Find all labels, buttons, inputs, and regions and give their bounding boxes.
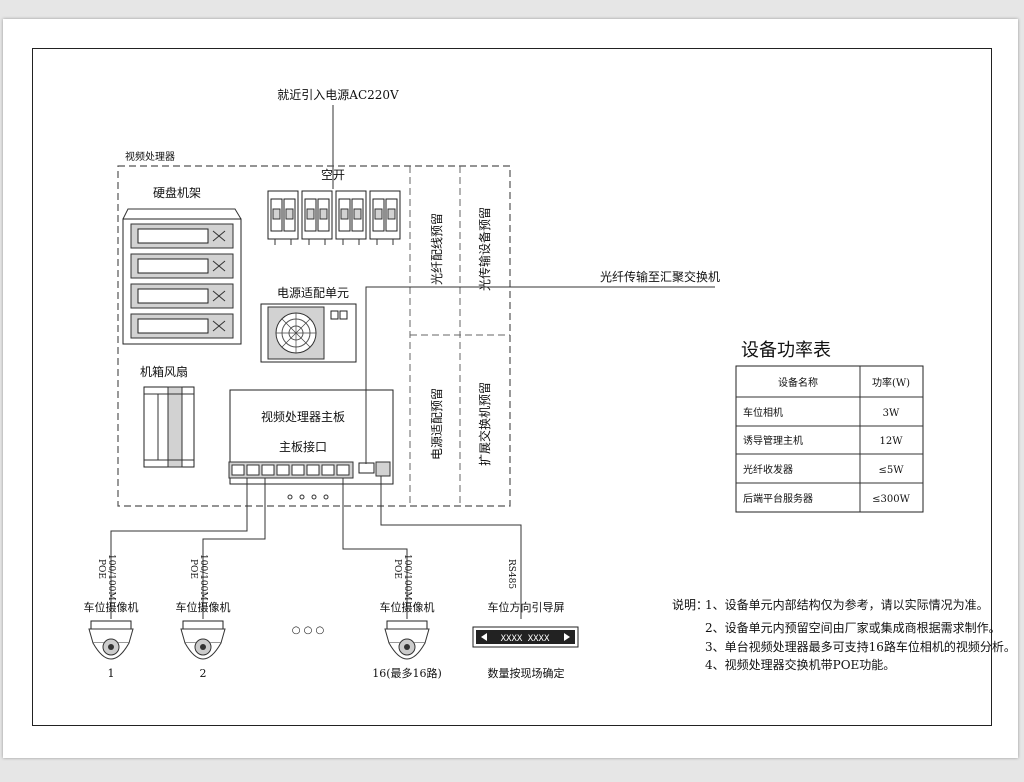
- system-diagram: 就近引入电源AC220V 视频处理器 光纤配线预留 光传输设备预留 电源适配预留…: [84, 88, 1016, 680]
- fiber-uplink-label: 光纤传输至汇聚交换机: [600, 269, 720, 284]
- camera-16-icon: [384, 620, 430, 660]
- camera-2-icon: [180, 620, 226, 660]
- power-adapter-reserve-label: 电源适配预留: [430, 388, 444, 460]
- note-2: 2、设备单元内预留空间由厂家或集成商根据需求制作。: [705, 620, 1001, 635]
- drawing-frame: [32, 48, 992, 726]
- power-table-header-power: 功率(W): [872, 376, 910, 389]
- cable-16-poe-label: POE: [392, 559, 402, 579]
- camera-16-label: 车位摄像机: [380, 600, 435, 614]
- breakers-label: 空开: [321, 168, 345, 182]
- fiber-uplink-line: [365, 286, 715, 464]
- camera-16-number: 16(最多16路): [372, 666, 442, 680]
- power-adapter-label: 电源适配单元: [277, 286, 349, 300]
- power-table: [735, 365, 924, 513]
- notes-prefix: 说明：: [672, 597, 708, 612]
- power-table-title: 设备功率表: [741, 340, 831, 361]
- ethernet-ports-icon: [228, 461, 391, 500]
- power-table-row-3-value: ≤5W: [878, 465, 904, 476]
- camera-ellipsis: ○ ○ ○: [292, 625, 325, 636]
- cable-rs485-label: RS485: [506, 559, 516, 589]
- power-table-row-1-value: 3W: [883, 408, 900, 419]
- camera-1-label: 车位摄像机: [84, 600, 139, 614]
- power-table-row-4-name: 后端平台服务器: [743, 492, 813, 505]
- cable-2-poe-label: POE: [188, 559, 198, 579]
- camera-icon: [88, 620, 134, 660]
- guide-screen-label: 车位方向引导屏: [488, 600, 565, 614]
- power-table-row-1-name: 车位相机: [743, 406, 783, 419]
- cable-camera-1: [110, 478, 248, 619]
- drawing-sheet: 就近引入电源AC220V 视频处理器 光纤配线预留 光传输设备预留 电源适配预留…: [3, 19, 1018, 758]
- note-1: 1、设备单元内部结构仅为参考，请以实际情况为准。: [705, 597, 989, 612]
- note-4: 4、视频处理器交换机带POE功能。: [705, 657, 895, 672]
- power-table-row-4-value: ≤300W: [872, 494, 910, 505]
- power-table-row-2-name: 诱导管理主机: [743, 434, 803, 447]
- note-3: 3、单台视频处理器最多可支持16路车位相机的视频分析。: [705, 639, 1016, 654]
- fiber-patch-reserve-label: 光纤配线预留: [430, 213, 444, 285]
- chassis-fan-label: 机箱风扇: [140, 364, 188, 379]
- circuit-breakers-icon: [267, 190, 401, 246]
- guide-screen-icon: [472, 626, 579, 648]
- video-processor-label: 视频处理器: [125, 150, 175, 163]
- mainboard-label: 视频处理器主板: [261, 409, 345, 424]
- cable-1-poe-label: POE: [96, 559, 106, 579]
- disk-rack-icon: [122, 208, 242, 345]
- camera-2-number: 2: [200, 667, 207, 680]
- cable-camera-2: [202, 478, 266, 619]
- power-table-row-2-value: 12W: [879, 436, 903, 447]
- cable-1-speed-label: 100/100M: [106, 554, 116, 601]
- power-source-label: 就近引入电源AC220V: [277, 88, 399, 102]
- video-processor-enclosure: [117, 165, 511, 507]
- cable-guide-screen: [380, 476, 522, 619]
- disk-rack-label: 硬盘机架: [153, 185, 201, 200]
- cable-16-speed-label: 100/100M: [402, 554, 412, 601]
- cable-camera-16: [342, 478, 408, 619]
- ext-switch-reserve-label: 扩展交换机预留: [477, 382, 492, 466]
- power-adapter-icon: [260, 303, 357, 363]
- power-table-header-name: 设备名称: [778, 376, 818, 389]
- camera-1-number: 1: [108, 667, 115, 680]
- board-ports-label: 主板接口: [279, 439, 327, 454]
- camera-2-label: 车位摄像机: [176, 600, 231, 614]
- guide-screen-text: XXXX XXXX: [501, 634, 550, 644]
- quantity-note: 数量按现场确定: [488, 666, 565, 680]
- chassis-fan-icon: [143, 386, 195, 468]
- power-table-row-3-name: 光纤收发器: [743, 463, 793, 476]
- cable-2-speed-label: 100/100M: [198, 554, 208, 601]
- fiber-transport-reserve-label: 光传输设备预留: [477, 207, 492, 291]
